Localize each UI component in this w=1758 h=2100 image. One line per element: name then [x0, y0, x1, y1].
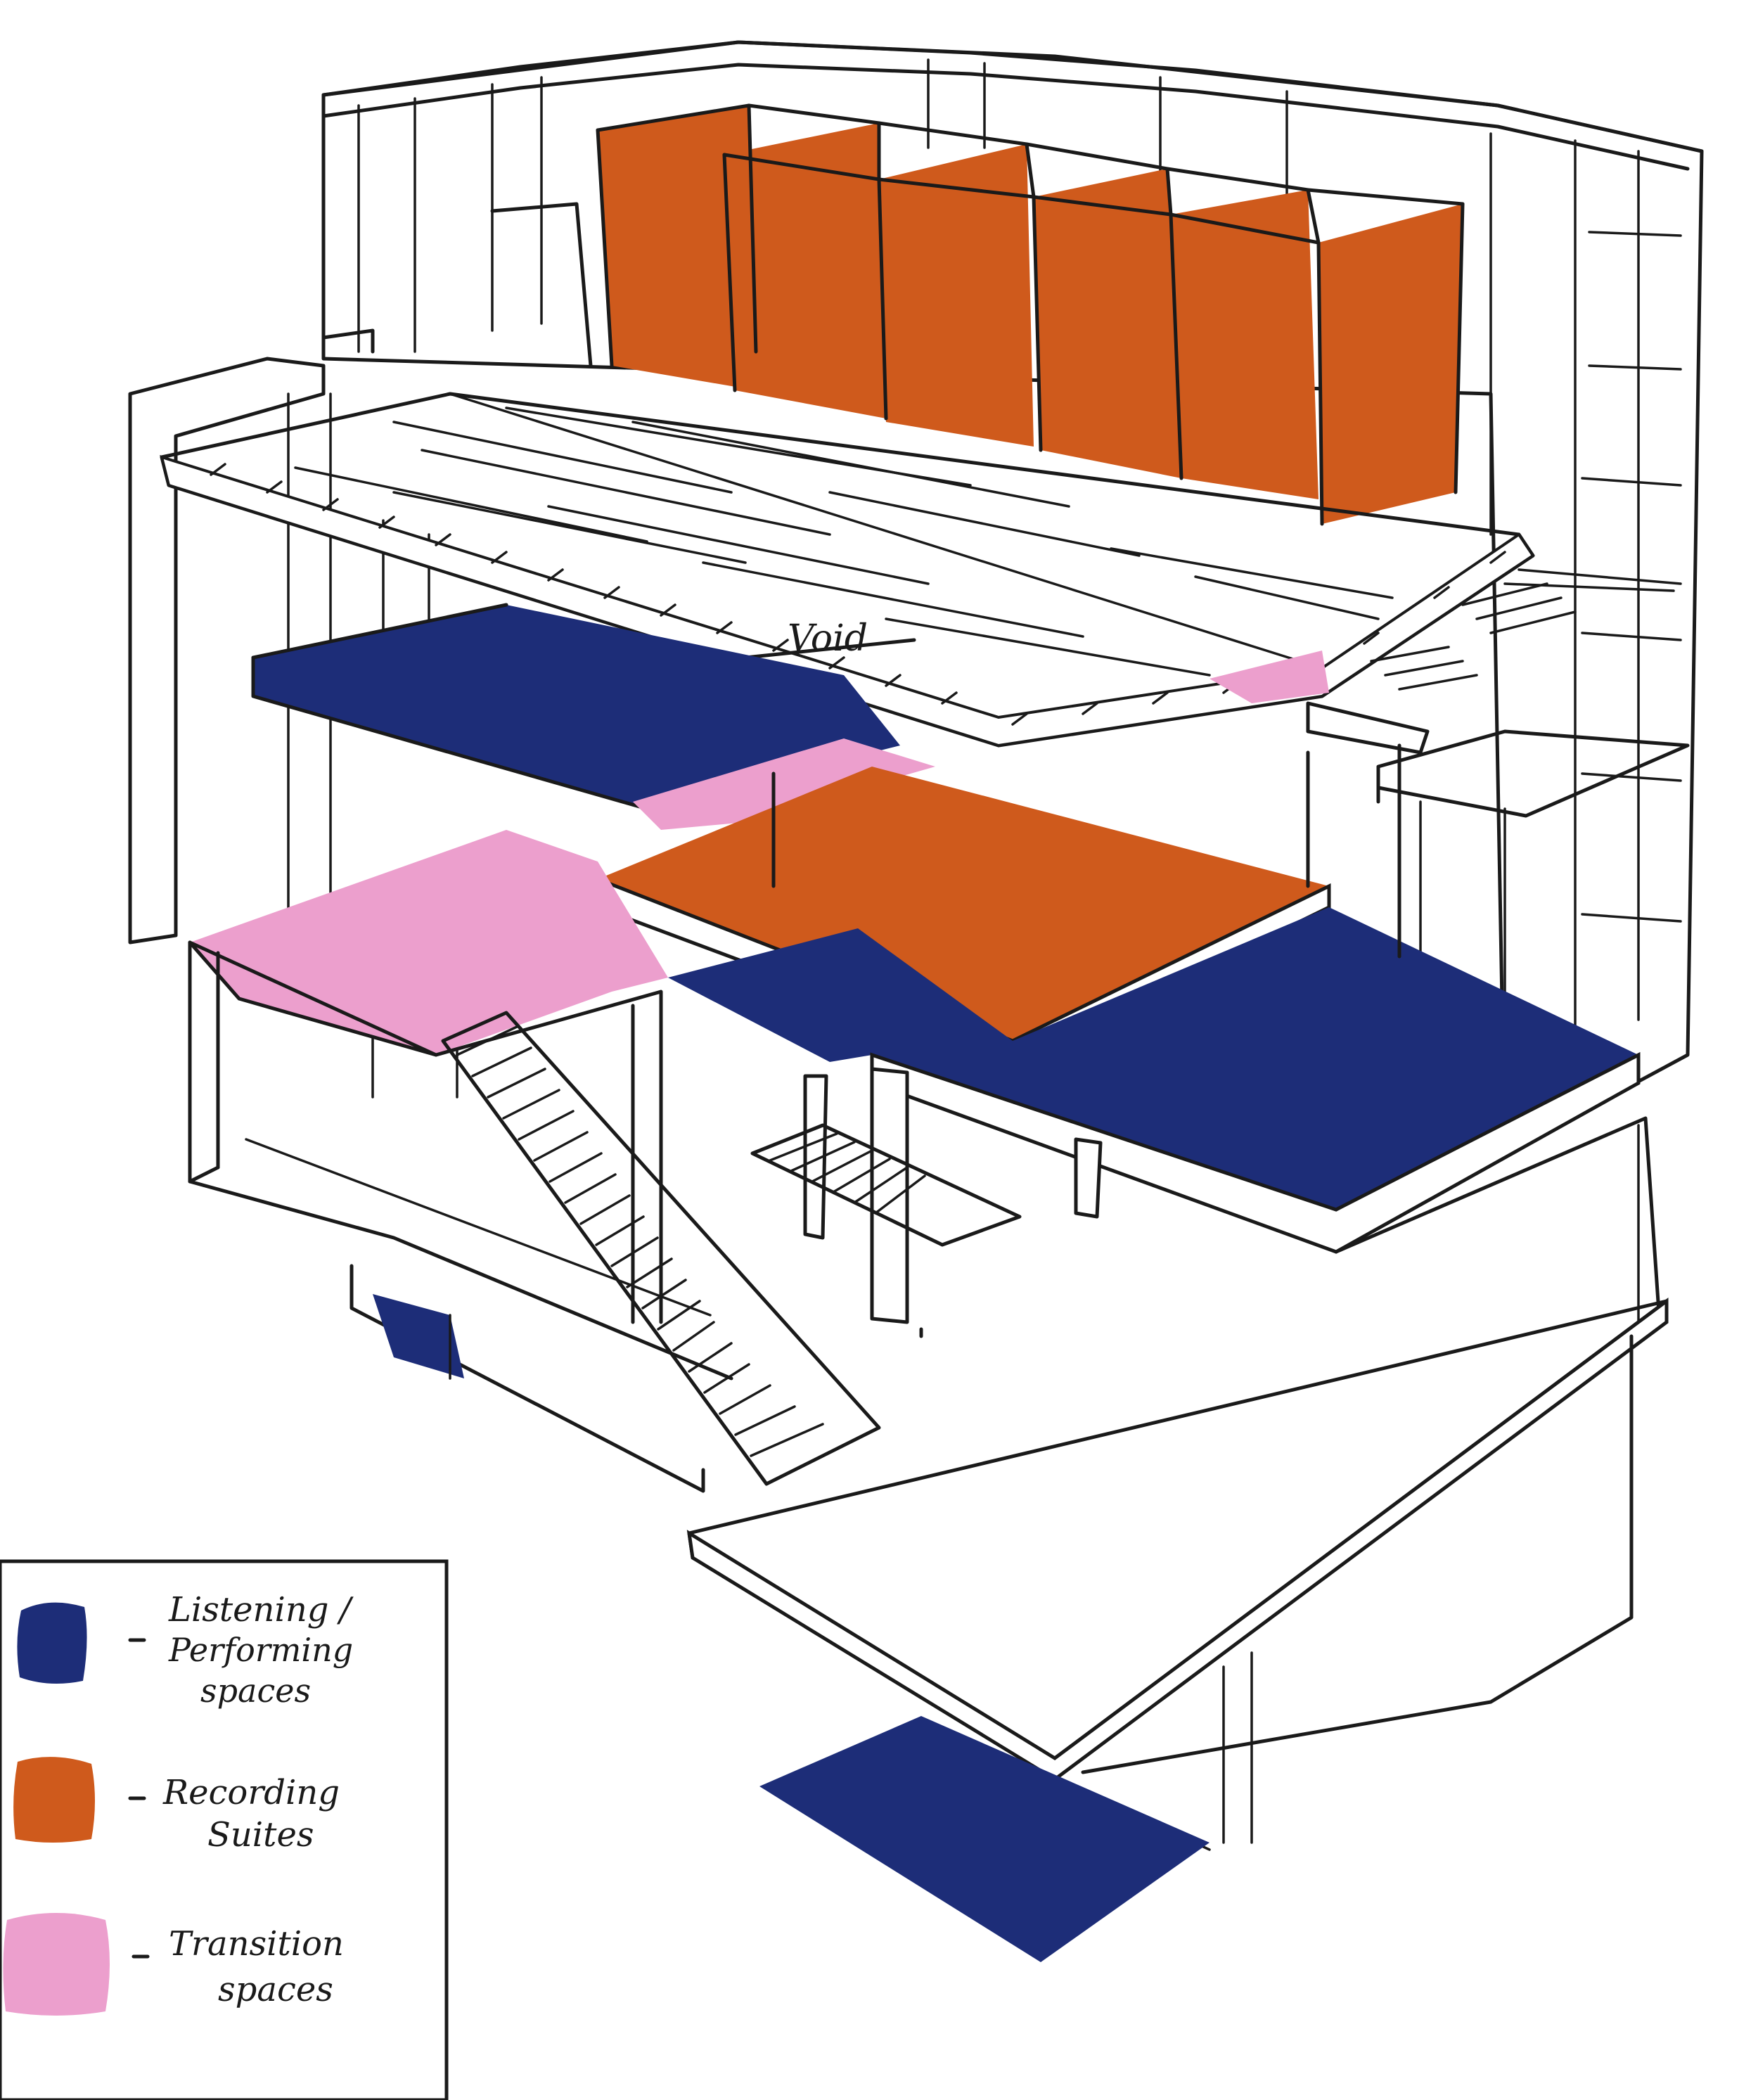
legend-label-transition-line1: Transition [169, 1924, 344, 1964]
legend-swatch-listening [17, 1602, 87, 1684]
recording-booth [1318, 204, 1463, 524]
floor-opening-stair [750, 1123, 1022, 1247]
mid-floor-frame [188, 940, 733, 1381]
legend-label-recording-line1: Recording [162, 1773, 340, 1812]
back-wall [321, 40, 1704, 1155]
legend-swatch-recording [13, 1757, 96, 1843]
legend-label-transition-line2: spaces [218, 1970, 333, 2009]
recording-booth [879, 144, 1034, 447]
recording-booth [1171, 190, 1318, 499]
recording-booth [724, 123, 886, 418]
recording-booth [1034, 169, 1181, 478]
legend: Listening / Performing spaces Recording … [0, 1559, 449, 2100]
transition-space-upper [633, 738, 935, 830]
ground-floor [349, 1116, 1669, 1851]
main-stair [441, 1011, 881, 1486]
listening-space-upper [251, 603, 900, 811]
recording-booth [598, 105, 756, 390]
legend-label-listening-line1: Listening / [168, 1590, 354, 1630]
legend-swatch-transition [3, 1913, 110, 2016]
transition-space-mid [188, 830, 668, 1057]
right-mezzanine [1210, 568, 1690, 1127]
legend-label-listening-line3: spaces [200, 1672, 311, 1710]
listening-space-basement [759, 1716, 1210, 1962]
columns [771, 743, 1401, 1338]
void-label: Void [788, 617, 868, 660]
recording-suites-top [596, 103, 1465, 526]
legend-label-listening-line2: Performing [168, 1631, 353, 1669]
legend-label-recording-line2: Suites [207, 1815, 314, 1855]
